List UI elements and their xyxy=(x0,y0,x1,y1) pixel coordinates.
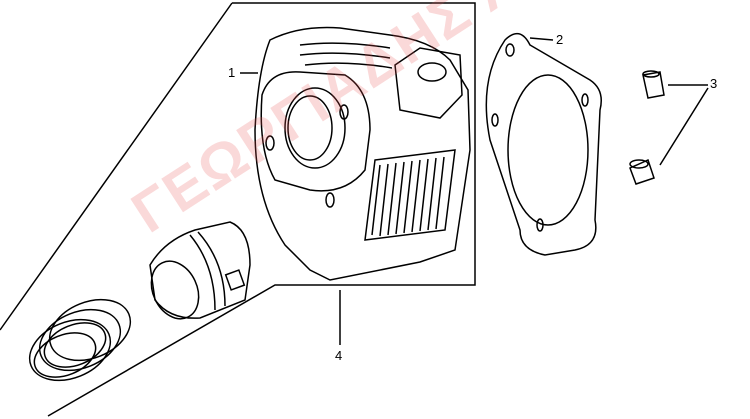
callout-4: 4 xyxy=(335,348,343,363)
callout-1: 1 xyxy=(228,65,236,80)
piston-drawing xyxy=(149,221,251,320)
piston-rings-drawing xyxy=(28,298,132,382)
dowel-pins-drawing xyxy=(629,70,665,185)
gasket-drawing xyxy=(485,32,602,256)
group-box-outline xyxy=(0,2,476,417)
callout-3: 3 xyxy=(710,76,718,91)
leader-line-2 xyxy=(529,37,554,41)
callout-2: 2 xyxy=(556,32,564,47)
leader-line-3 xyxy=(659,84,709,166)
cylinder-drawing xyxy=(254,26,471,281)
